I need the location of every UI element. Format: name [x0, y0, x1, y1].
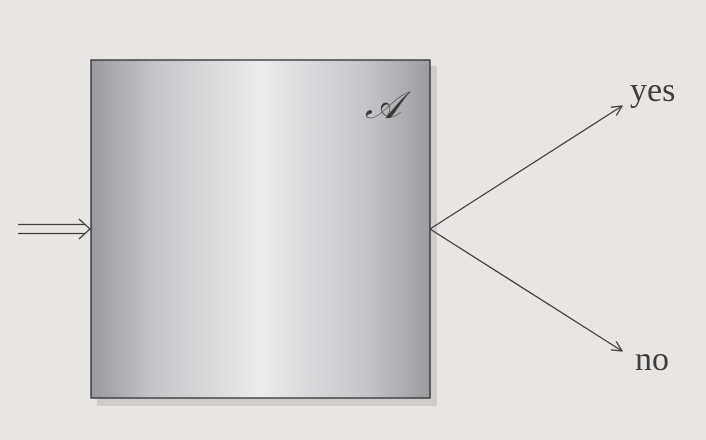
no-arrow	[429, 228, 622, 351]
algorithm-box	[90, 59, 431, 399]
input-double-arrow	[18, 218, 91, 240]
yes-arrow	[429, 106, 622, 230]
yes-label: yes	[630, 72, 675, 109]
no-label: no	[635, 341, 669, 378]
